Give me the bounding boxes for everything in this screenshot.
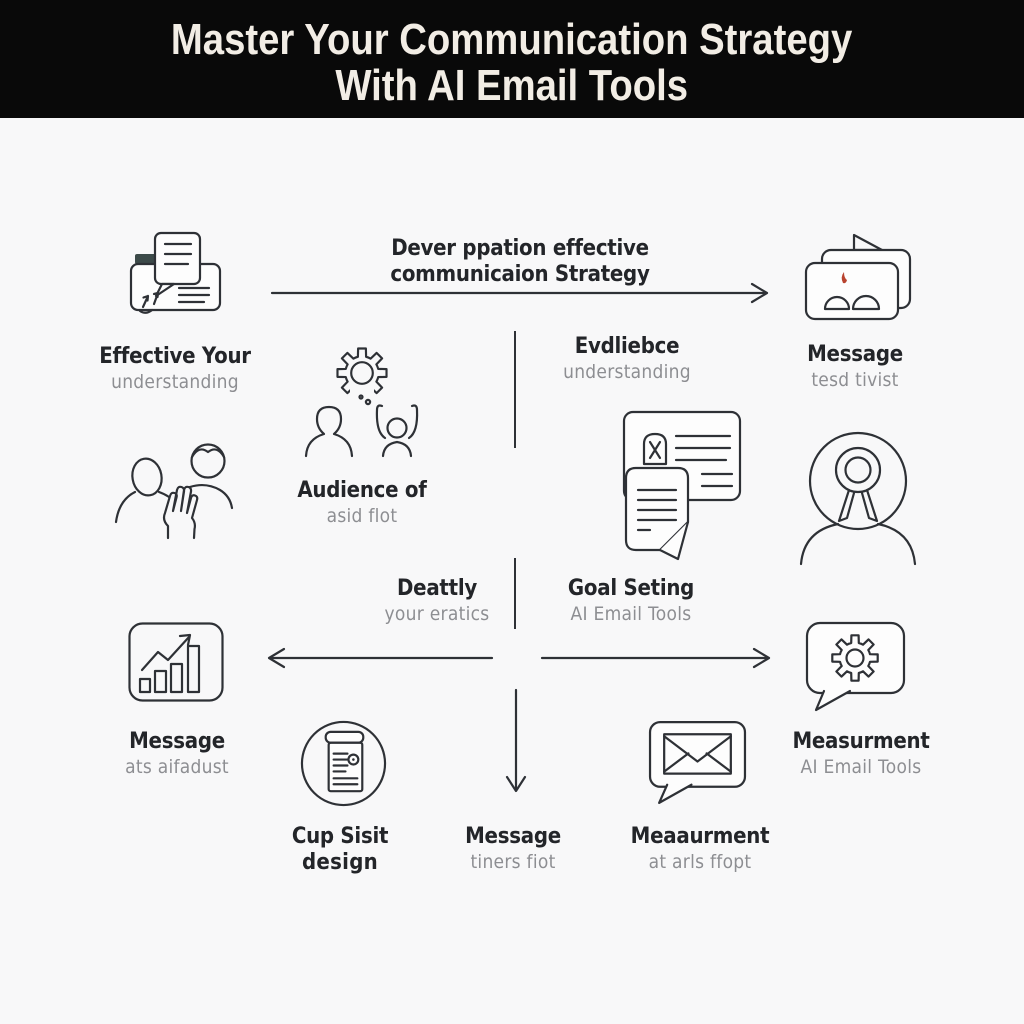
bar-chart-icon [128,622,224,702]
top-caption-line2: communicaion Strategy [390,262,650,287]
medal-person-icon [799,431,917,566]
label-cup-sub: design [301,850,379,875]
label-effective-title: Effective Your [99,344,251,369]
label-deattly-sub: your eratics [384,603,490,625]
label-message-top-sub: tesd tivist [811,369,899,391]
label-audience-sub: asid flot [326,505,398,527]
label-measurment: Measurment AI Email Tools [771,729,951,780]
label-audience: Audience of asid flot [272,478,452,529]
label-goal-sub: AI Email Tools [570,603,692,625]
label-message-chart-title: Message [129,729,225,754]
header-title-line2: With AI Email Tools [335,61,689,110]
envelope-speech-bubble-icon [648,720,747,805]
label-meaaurment-sub: at arls ffopt [648,851,752,873]
label-message-top: Message tesd tivist [765,342,945,393]
documents-icon [622,410,742,561]
label-message-top-title: Message [807,342,903,367]
label-audience-title: Audience of [297,478,427,503]
label-evidence: Evdliebce understanding [537,334,717,385]
arrow-right-top [270,282,769,304]
top-caption: Dever ppation effective communicaion Str… [340,236,700,288]
document-circle-icon [300,720,387,807]
chat-document-icon [129,231,222,314]
label-deattly: Deattly your eratics [347,576,527,627]
arrow-down [505,688,527,793]
arrow-left-mid [267,647,494,669]
label-message-bottom-title: Message [465,824,561,849]
arrow-right-mid [540,647,771,669]
gear-speech-bubble-icon [805,621,906,712]
label-measurment-title: Measurment [792,729,930,754]
divider-vertical-mid [514,558,516,629]
header-title-line1: Master Your Communication Strategy [171,15,853,64]
label-message-chart: Message ats aifadust [87,729,267,780]
label-message-chart-sub: ats aifadust [125,756,229,778]
label-effective-sub: understanding [111,371,239,393]
photo-cards-icon [804,233,912,321]
divider-vertical-top [514,331,516,448]
label-goal: Goal Seting AI Email Tools [541,576,721,627]
label-meaaurment: Meaaurment at arls ffopt [610,824,790,875]
label-cup-title: Cup Sisit [291,824,389,849]
top-caption-line1: Dever ppation effective [391,236,649,261]
label-meaaurment-title: Meaaurment [630,824,770,849]
label-cup: Cup Sisit design [250,824,430,876]
label-goal-title: Goal Seting [567,576,695,601]
label-evidence-title: Evdliebce [574,334,680,359]
header-banner: Master Your Communication Strategy With … [0,0,1024,118]
label-effective: Effective Your understanding [85,344,265,395]
label-deattly-title: Deattly [397,576,477,601]
label-message-bottom-sub: tiners fiot [470,851,556,873]
two-people-icon [114,443,234,540]
label-evidence-sub: understanding [563,361,691,383]
label-measurment-sub: AI Email Tools [800,756,922,778]
gear-people-icon [304,347,419,458]
label-message-bottom: Message tiners fiot [423,824,603,875]
